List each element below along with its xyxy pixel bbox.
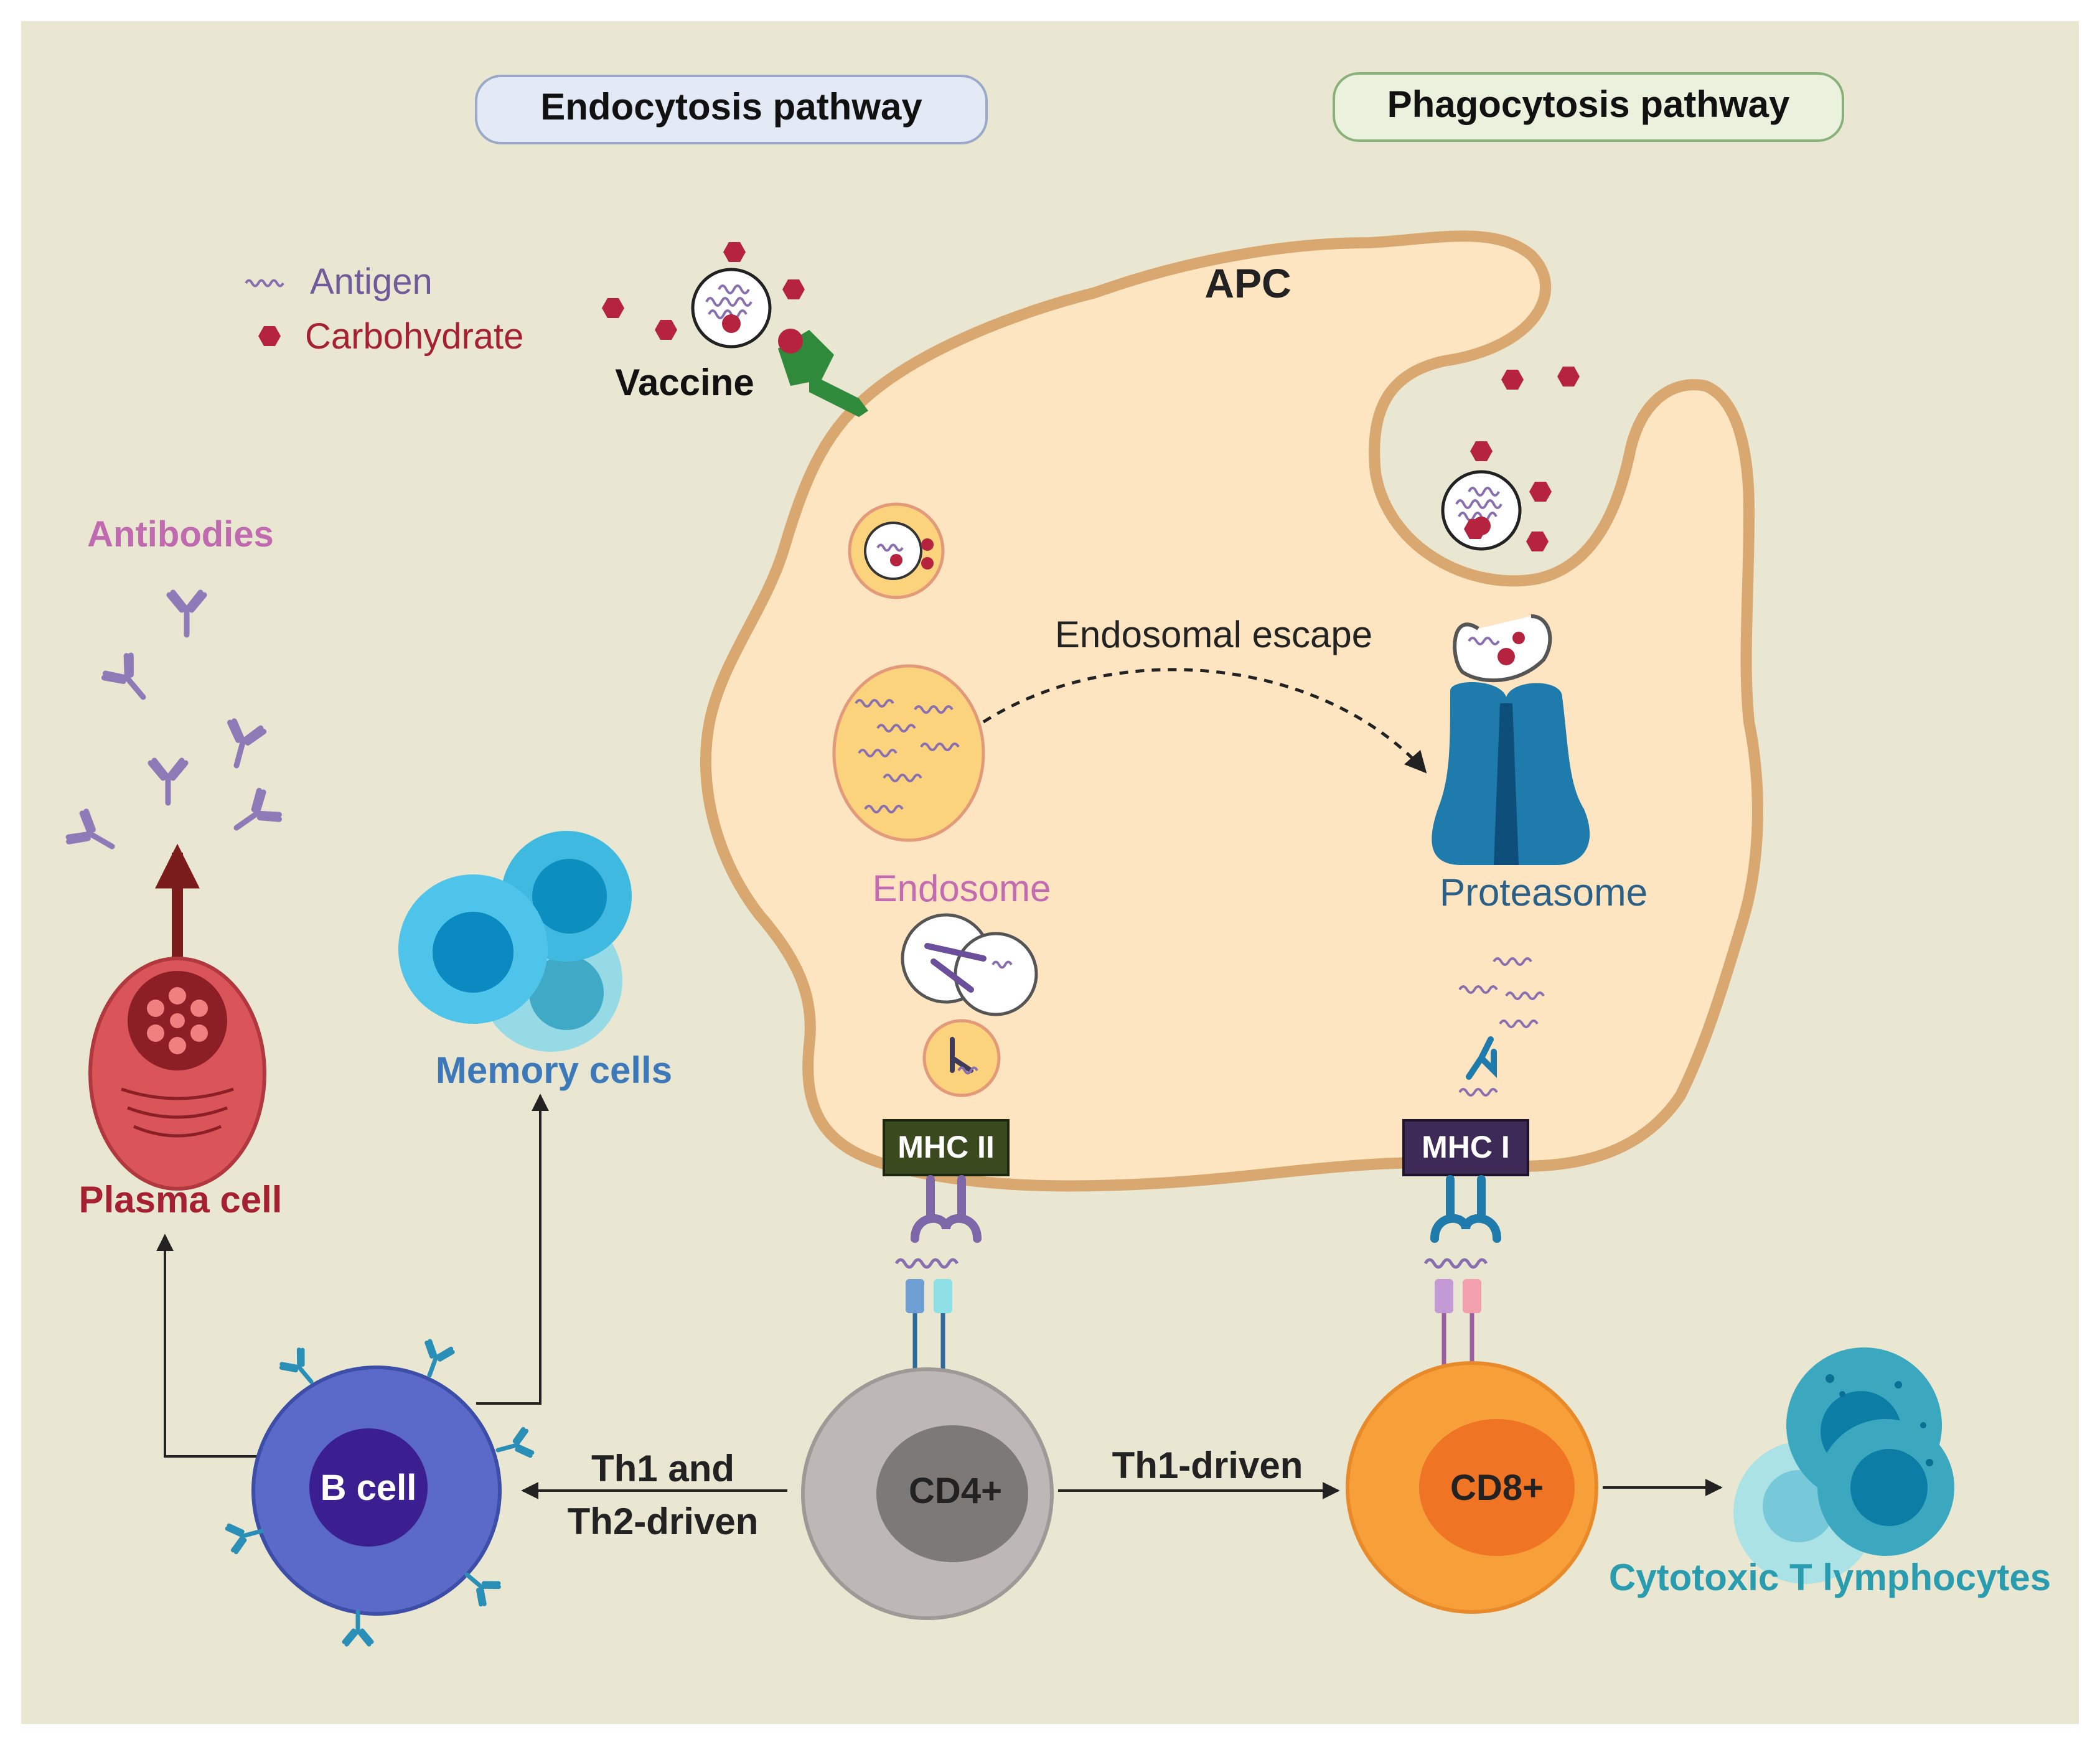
b-cell-label: B cell	[321, 1468, 417, 1508]
legend-antigen-label: Antigen	[310, 261, 433, 302]
peptide-fragments	[1458, 957, 1545, 1097]
apc-label: APC	[1204, 260, 1291, 306]
legend: Antigen Carbohydrate	[245, 261, 523, 357]
th1-driven-label: Th1-driven	[1112, 1445, 1303, 1486]
endosomal-escape-arrow-icon	[982, 668, 1427, 774]
plasma-cell-icon	[88, 957, 266, 1191]
endosome-mhc-fusion	[901, 913, 1038, 1016]
vaccine-label: Vaccine	[615, 362, 754, 403]
mhc2-box	[883, 1119, 1010, 1176]
bcell-to-memory-arrow-icon	[476, 1094, 549, 1405]
carbohydrate-hexagon-icon	[258, 326, 281, 346]
endosomal-escape-label: Endosomal escape	[1055, 614, 1372, 655]
proteasome-label: Proteasome	[1440, 871, 1648, 914]
mhc1-box	[1402, 1119, 1529, 1176]
mhc1-label: MHC I	[1422, 1130, 1510, 1164]
cd4-label: CD4+	[909, 1471, 1002, 1511]
antigen-squiggle-icon	[245, 279, 284, 288]
mhc2-vesicle	[922, 1019, 1001, 1097]
legend-carbohydrate-label: Carbohydrate	[305, 316, 523, 357]
phagocytosis-header-box	[1333, 72, 1844, 142]
cd8-cell-icon	[1346, 1361, 1598, 1614]
th1-th2-label-line1: Th1 and	[591, 1448, 734, 1489]
plasma-cell-label: Plasma cell	[79, 1179, 283, 1220]
phagocytosis-header: Phagocytosis pathway	[1387, 83, 1790, 125]
endocytosis-header-box	[475, 75, 988, 144]
th1-th2-label-line2: Th2-driven	[568, 1501, 759, 1542]
endocytosis-header: Endocytosis pathway	[540, 86, 922, 128]
memory-cells-label: Memory cells	[436, 1049, 672, 1091]
early-endosome	[848, 502, 945, 599]
ctl-cells-icon	[1733, 1347, 1954, 1584]
endosome-label: Endosome	[873, 868, 1051, 909]
mhc1-receptor-icon	[1423, 1175, 1501, 1394]
phagosome	[1453, 614, 1552, 683]
antibodies-label: Antibodies	[87, 514, 274, 555]
ctl-label: Cytotoxic T lymphocytes	[1609, 1557, 2051, 1598]
vaccine-receptor-icon	[778, 329, 868, 417]
bcell-to-plasma-arrow-icon	[156, 1234, 261, 1458]
proteasome-icon	[1432, 682, 1590, 865]
endosome-antigen-icon	[832, 664, 985, 842]
cd8-label: CD8+	[1450, 1468, 1544, 1508]
memory-cells-icon	[398, 831, 632, 1052]
mhc2-label: MHC II	[898, 1130, 995, 1164]
b-cell-icon	[227, 1341, 533, 1644]
cd4-cell-icon	[801, 1367, 1054, 1620]
